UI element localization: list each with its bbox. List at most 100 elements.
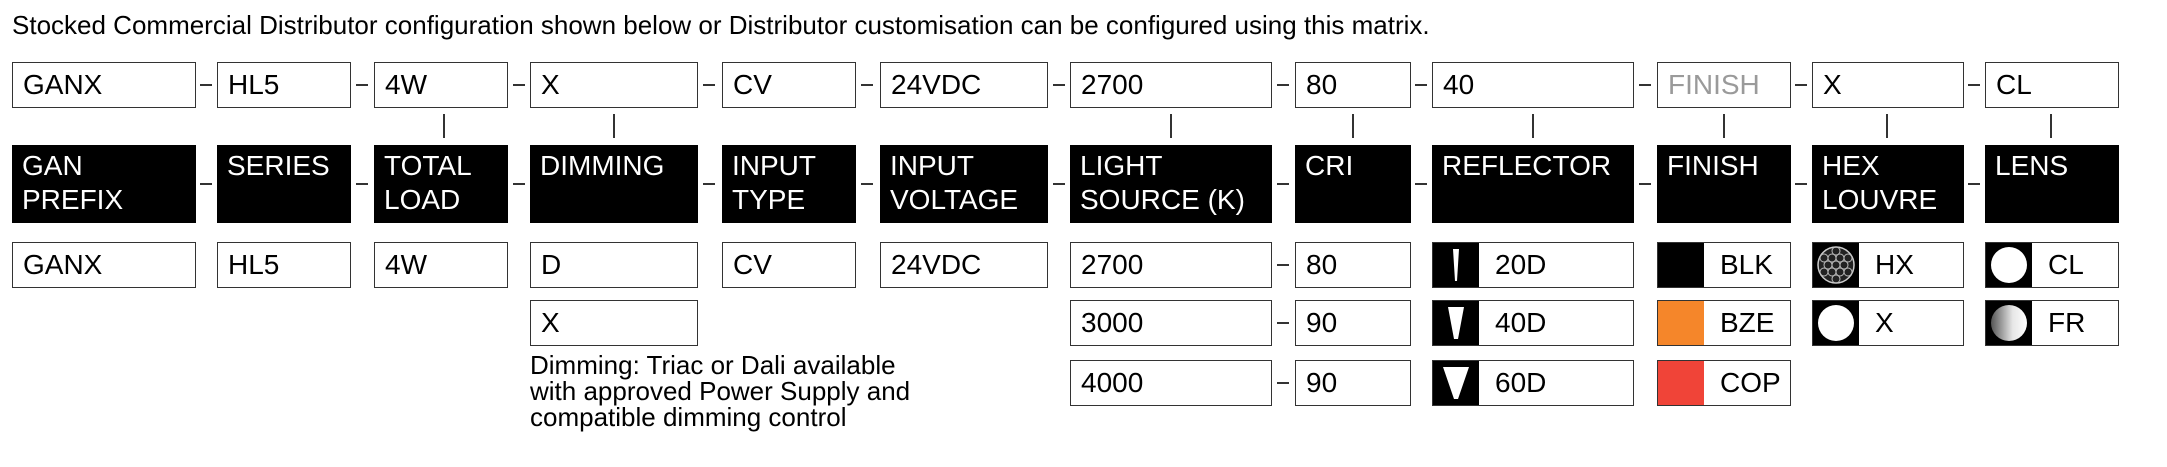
lens-label: FR (2048, 307, 2086, 338)
header-separator (1968, 183, 1980, 185)
code-finish: FINISH (1657, 62, 1791, 108)
option-separator (1277, 382, 1289, 384)
header-separator (1795, 183, 1807, 185)
code-total-load: 4W (374, 62, 508, 108)
option-light-source: 4000 (1070, 360, 1272, 406)
connector-tick (613, 114, 615, 138)
finish-swatch (1658, 301, 1704, 345)
header-reflector: REFLECTOR (1432, 145, 1634, 223)
option-separator (1277, 322, 1289, 324)
header-gan-prefix: GAN PREFIX (12, 145, 196, 223)
code-separator (200, 84, 212, 86)
code-dimming: X (530, 62, 698, 108)
header-total-load: TOTAL LOAD (374, 145, 508, 223)
intro-text: Stocked Commercial Distributor configura… (12, 10, 1430, 40)
code-separator (356, 84, 368, 86)
code-separator (703, 84, 715, 86)
header-cri: CRI (1295, 145, 1411, 223)
code-input-type: CV (722, 62, 856, 108)
option-lens: CL (1985, 242, 2119, 288)
code-reflector: 40 (1432, 62, 1634, 108)
code-lens: CL (1985, 62, 2119, 108)
option-finish: COP (1657, 360, 1791, 406)
option-dimming: X (530, 300, 698, 346)
code-hex-louvre: X (1812, 62, 1964, 108)
reflector-label: 60D (1495, 367, 1547, 398)
header-separator (1277, 183, 1289, 185)
option-separator (1277, 264, 1289, 266)
connector-tick (1723, 114, 1725, 138)
beam-40-icon (1433, 301, 1479, 345)
option-light-source: 3000 (1070, 300, 1272, 346)
header-hex-louvre: HEX LOUVRE (1812, 145, 1964, 223)
header-light-source: LIGHT SOURCE (K) (1070, 145, 1272, 223)
finish-label: BLK (1720, 249, 1773, 280)
header-finish: FINISH (1657, 145, 1791, 223)
hex-louvre-icon (1813, 243, 1859, 287)
option-total-load: 4W (374, 242, 508, 288)
code-input-voltage: 24VDC (880, 62, 1048, 108)
code-cri: 80 (1295, 62, 1411, 108)
option-cri: 90 (1295, 360, 1411, 406)
option-cri: 90 (1295, 300, 1411, 346)
option-lens: FR (1985, 300, 2119, 346)
clear-lens-icon (1986, 243, 2032, 287)
beam-60-icon (1433, 361, 1479, 405)
reflector-label: 20D (1495, 249, 1547, 280)
header-dimming: DIMMING (530, 145, 698, 223)
option-finish: BZE (1657, 300, 1791, 346)
finish-swatch (1658, 243, 1704, 287)
connector-tick (1532, 114, 1534, 138)
option-finish: BLK (1657, 242, 1791, 288)
header-lens: LENS (1985, 145, 2119, 223)
header-separator (1053, 183, 1065, 185)
connector-tick (2050, 114, 2052, 138)
header-separator (703, 183, 715, 185)
connector-tick (443, 114, 445, 138)
code-separator (1795, 84, 1807, 86)
code-light-source: 2700 (1070, 62, 1272, 108)
finish-label: COP (1720, 367, 1781, 398)
option-input-voltage: 24VDC (880, 242, 1048, 288)
connector-tick (1352, 114, 1354, 138)
header-separator (356, 183, 368, 185)
header-separator (1639, 183, 1651, 185)
option-dimming: D (530, 242, 698, 288)
code-separator (1053, 84, 1065, 86)
option-reflector: 20D (1432, 242, 1634, 288)
option-light-source: 2700 (1070, 242, 1272, 288)
option-hex-louvre: HX (1812, 242, 1964, 288)
code-separator (861, 84, 873, 86)
connector-tick (1170, 114, 1172, 138)
code-separator (1639, 84, 1651, 86)
header-separator (1415, 183, 1427, 185)
option-reflector: 60D (1432, 360, 1634, 406)
finish-label: BZE (1720, 307, 1775, 338)
code-series: HL5 (217, 62, 351, 108)
code-separator (1277, 84, 1289, 86)
option-series: HL5 (217, 242, 351, 288)
code-separator (1968, 84, 1980, 86)
connector-tick (1886, 114, 1888, 138)
code-gan-prefix: GANX (12, 62, 196, 108)
header-input-voltage: INPUT VOLTAGE (880, 145, 1048, 223)
code-separator (1415, 84, 1427, 86)
header-series: SERIES (217, 145, 351, 223)
header-separator (200, 183, 212, 185)
lens-label: CL (2048, 249, 2084, 280)
option-gan-prefix: GANX (12, 242, 196, 288)
option-cri: 80 (1295, 242, 1411, 288)
hex-louvre-label: X (1875, 307, 1894, 338)
hex-louvre-label: HX (1875, 249, 1914, 280)
beam-20-icon (1433, 243, 1479, 287)
header-separator (513, 183, 525, 185)
circle-icon (1813, 301, 1859, 345)
header-separator (861, 183, 873, 185)
code-separator (513, 84, 525, 86)
option-reflector: 40D (1432, 300, 1634, 346)
dimming-note: Dimming: Triac or Dali available with ap… (530, 350, 911, 432)
header-input-type: INPUT TYPE (722, 145, 856, 223)
finish-swatch (1658, 361, 1704, 405)
frosted-lens-icon (1986, 301, 2032, 345)
option-hex-louvre: X (1812, 300, 1964, 346)
